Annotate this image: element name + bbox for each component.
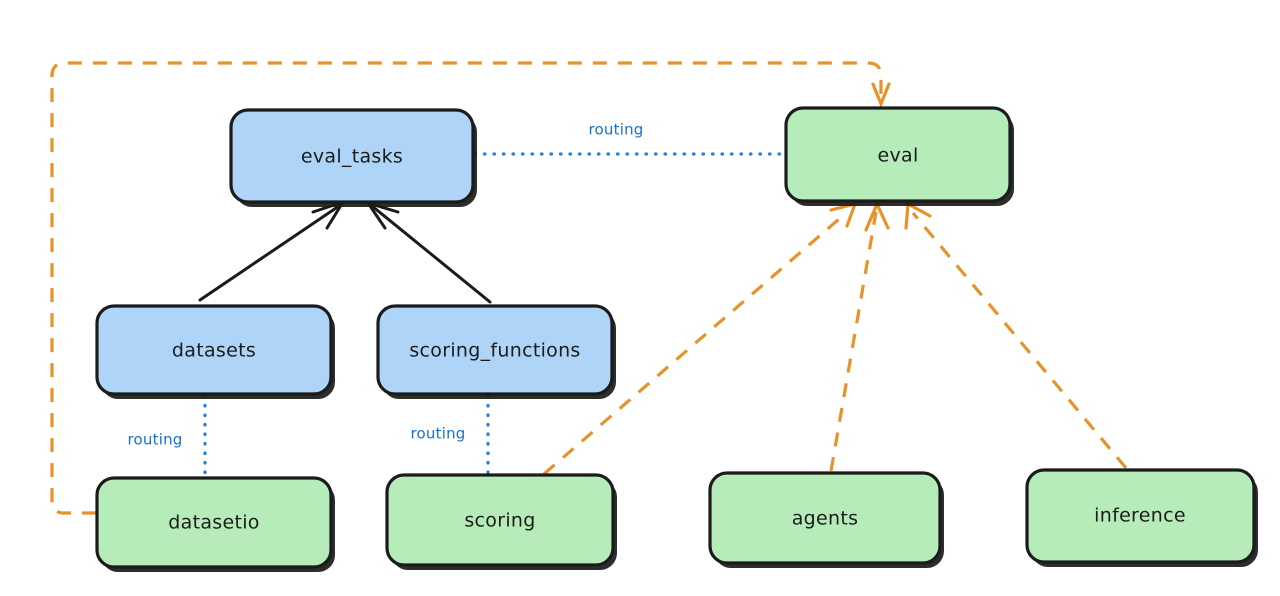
node-datasets-body <box>95 304 333 396</box>
arrowhead-inference-to-eval <box>904 201 932 230</box>
node-datasets-label: datasets <box>172 340 256 362</box>
edge-label-routing-eval: routing <box>589 121 644 139</box>
node-eval-label: eval <box>877 145 918 167</box>
routing-edges <box>203 152 786 478</box>
edge-labels: routing routing routing <box>128 121 644 449</box>
node-datasetio-label: datasetio <box>168 512 259 534</box>
nodes: eval_tasks eval datasets scoring_functio… <box>95 106 1258 572</box>
node-agents-label: agents <box>792 508 859 530</box>
node-scoring-functions-body <box>376 304 614 396</box>
node-scoring-functions-label: scoring_functions <box>409 340 580 362</box>
node-inference-body <box>1025 468 1256 564</box>
node-scoring-label: scoring <box>464 510 535 532</box>
node-eval[interactable]: eval <box>784 106 1014 206</box>
node-agents[interactable]: agents <box>708 471 944 568</box>
node-inference[interactable]: inference <box>1025 468 1258 567</box>
node-eval-body <box>784 106 1012 203</box>
edge-inference-to-eval <box>911 211 1128 470</box>
node-datasetio[interactable]: datasetio <box>95 476 335 572</box>
composition-edges <box>198 199 492 304</box>
node-eval-tasks-body <box>229 108 475 204</box>
node-eval-tasks-label: eval_tasks <box>301 146 403 168</box>
arrowhead-agents-to-eval <box>864 200 890 232</box>
edge-datasetio-to-eval <box>50 61 883 515</box>
edge-agents-to-eval <box>829 211 878 472</box>
edge-scoring-to-eval <box>542 211 848 476</box>
edge-scoring-functions-to-eval-tasks <box>370 204 492 304</box>
edge-label-routing-datasetio: routing <box>128 431 183 449</box>
edge-datasets-to-eval-tasks <box>198 204 341 302</box>
node-eval-tasks[interactable]: eval_tasks <box>229 108 477 207</box>
node-scoring-body <box>385 473 615 567</box>
node-scoring-functions[interactable]: scoring_functions <box>376 304 616 399</box>
node-datasetio-body <box>95 476 333 569</box>
edge-label-routing-scoring: routing <box>411 425 466 443</box>
arrowhead-datasetio-to-eval <box>871 82 891 109</box>
node-agents-body <box>708 471 942 565</box>
node-inference-label: inference <box>1094 505 1186 527</box>
node-scoring[interactable]: scoring <box>385 473 617 570</box>
node-datasets[interactable]: datasets <box>95 304 335 399</box>
